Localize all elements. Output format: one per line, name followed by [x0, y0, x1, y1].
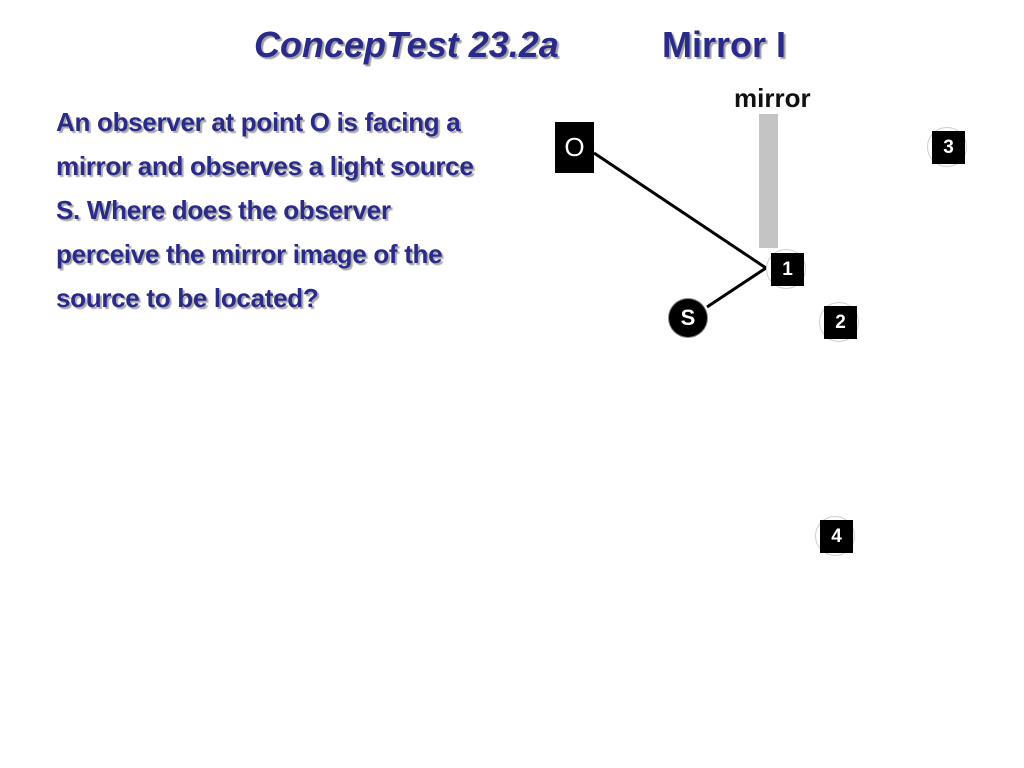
option-label-2: 2: [824, 306, 857, 339]
title-topic: Mirror I: [662, 24, 787, 65]
option-label-1: 1: [771, 253, 804, 286]
option-label-3: 3: [932, 131, 965, 164]
ray-observer-to-mirror: [593, 151, 767, 270]
ray-mirror-to-source: [706, 266, 767, 309]
question-text: An observer at point O is facing a mirro…: [56, 107, 474, 313]
mirror: [759, 114, 778, 248]
observer-marker: O: [555, 122, 594, 173]
source-marker: S: [669, 299, 707, 337]
answer-option-4[interactable]: 4: [815, 516, 855, 556]
answer-option-3[interactable]: 3: [927, 127, 967, 167]
title-conceptest-number: ConcepTest 23.2a: [254, 24, 559, 65]
option-label-4: 4: [820, 520, 853, 553]
mirror-label: mirror: [734, 83, 811, 113]
answer-option-1[interactable]: 1: [766, 249, 806, 289]
slide-title: ConcepTest 23.2a Mirror I: [0, 24, 1024, 68]
answer-option-2[interactable]: 2: [819, 302, 859, 342]
